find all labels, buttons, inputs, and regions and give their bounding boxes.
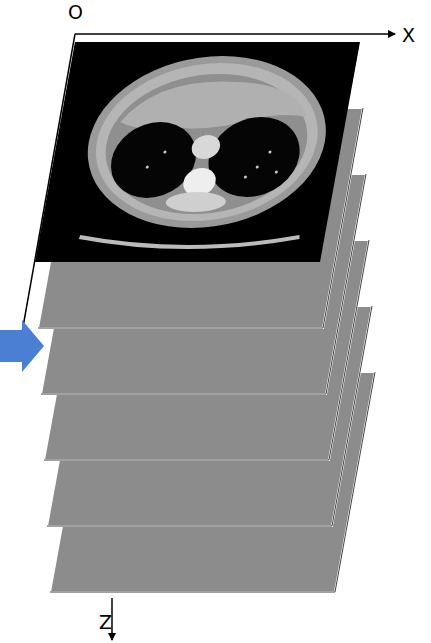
axis-label: X bbox=[402, 26, 415, 45]
axes bbox=[20, 34, 395, 640]
x-axis bbox=[75, 33, 395, 35]
axis-label: Z bbox=[99, 613, 112, 632]
ct-image bbox=[70, 56, 341, 247]
pointer-arrow bbox=[0, 320, 44, 372]
origin-label: O bbox=[68, 3, 83, 22]
ct-slice bbox=[35, 42, 360, 262]
z-axis-slant bbox=[20, 34, 75, 344]
